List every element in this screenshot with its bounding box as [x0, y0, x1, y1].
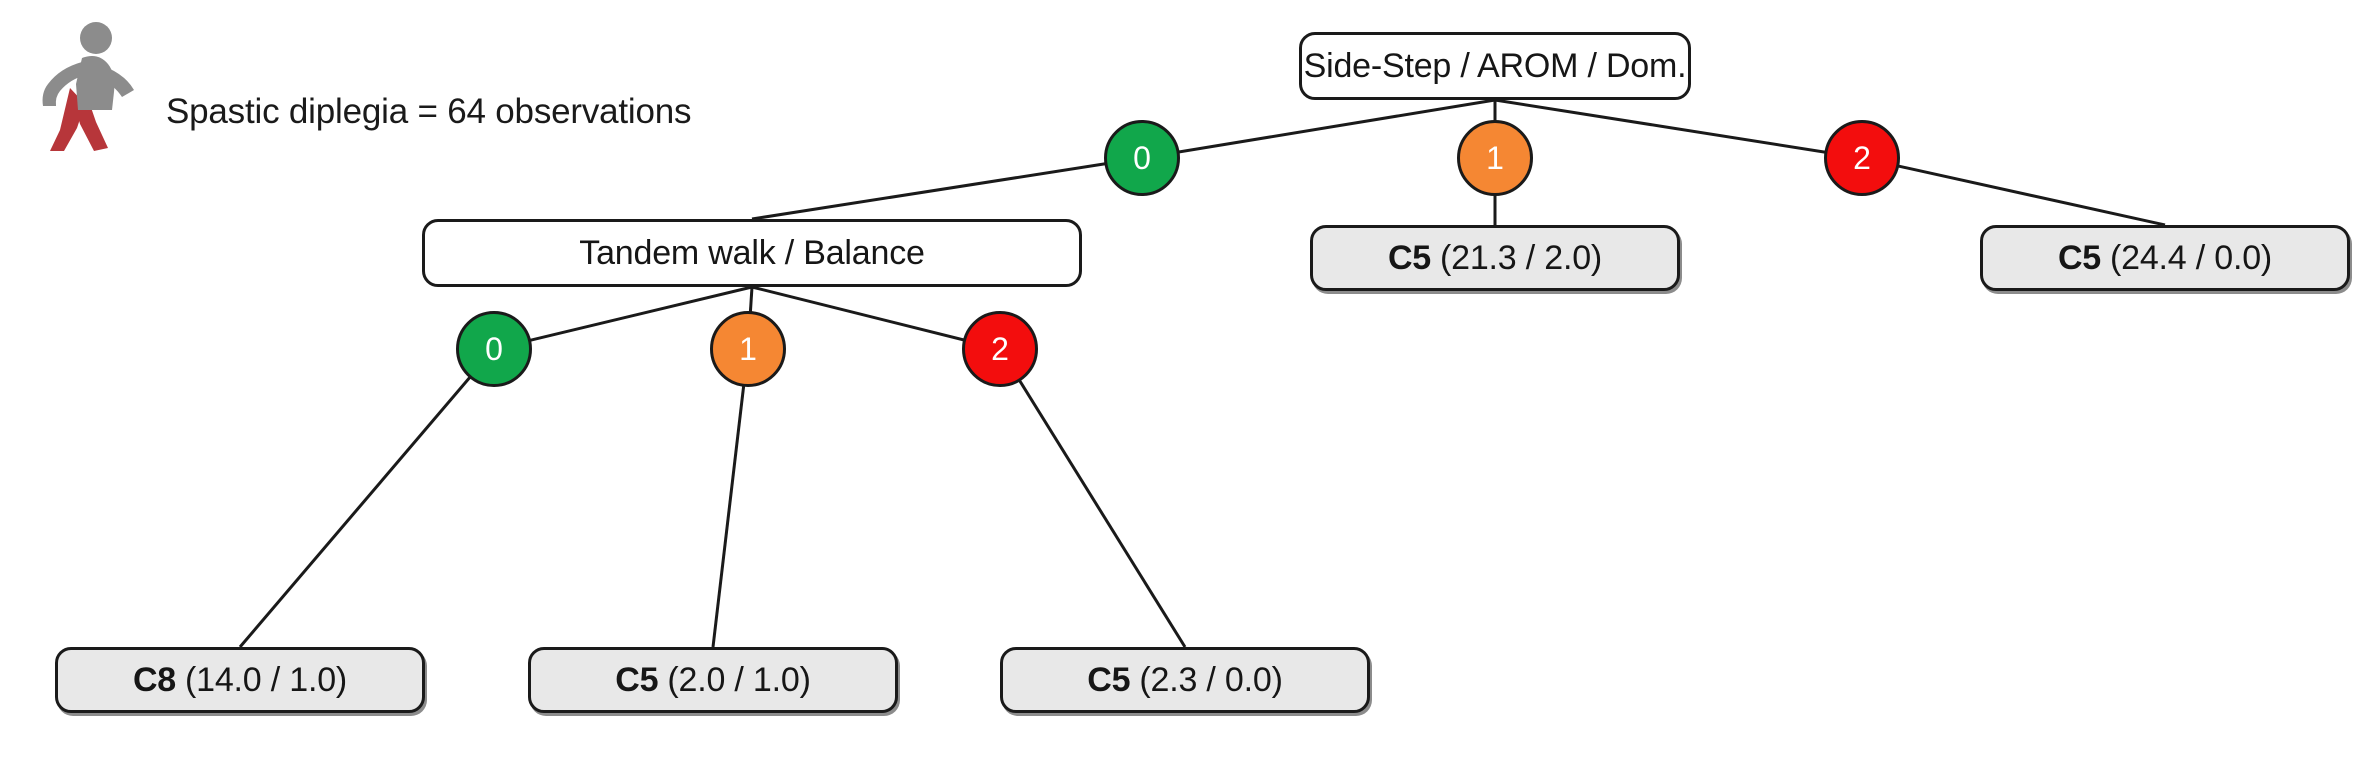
root-decision-node[interactable]: Side-Step / AROM / Dom. [1299, 32, 1691, 100]
leaf-node[interactable]: C5(2.0 / 1.0) [528, 647, 898, 713]
leaf-class-label: C5 [2057, 238, 2102, 277]
walking-person-icon [42, 22, 134, 151]
split-value-circle[interactable]: 1 [1457, 120, 1533, 196]
decision-node-label: Tandem walk / Balance [579, 233, 925, 272]
tree-edge [998, 348, 1187, 648]
leaf-node[interactable]: C5(2.3 / 0.0) [1000, 647, 1370, 713]
split-value-circle[interactable]: 0 [1104, 120, 1180, 196]
split-value-circle[interactable]: 2 [1824, 120, 1900, 196]
tree-edge [1861, 156, 2166, 227]
leaf-stats: (2.0 / 1.0) [667, 660, 811, 699]
split-value-label: 2 [991, 331, 1009, 367]
leaf-class-label: C5 [1087, 660, 1131, 699]
leaf-stats: (14.0 / 1.0) [185, 660, 348, 699]
split-value-circle[interactable]: 2 [962, 311, 1038, 387]
tree-edge [238, 348, 496, 648]
tree-edge [1141, 98, 1496, 160]
split-value-label: 0 [485, 331, 503, 367]
leaf-node[interactable]: C5(21.3 / 2.0) [1310, 225, 1680, 291]
split-value-circle[interactable]: 1 [710, 311, 786, 387]
split-value-label: 0 [1133, 140, 1151, 176]
leaf-node[interactable]: C5(24.4 / 0.0) [1980, 225, 2350, 291]
split-value-label: 2 [1853, 140, 1871, 176]
decision-node-label: Side-Step / AROM / Dom. [1303, 46, 1687, 85]
split-value-label: 1 [1486, 140, 1504, 176]
tree-edge [711, 348, 750, 648]
tree-edge [1494, 98, 1863, 160]
tree-edge [751, 156, 1143, 221]
legend: Spastic diplegia = 64 observations [30, 18, 692, 153]
leaf-stats: (21.3 / 2.0) [1440, 238, 1603, 277]
leaf-stats: (24.4 / 0.0) [2110, 238, 2273, 277]
leaf-stats: (2.3 / 0.0) [1139, 660, 1283, 699]
leaf-class-label: C5 [615, 660, 659, 699]
leaf-class-label: C8 [132, 660, 177, 699]
split-value-circle[interactable]: 0 [456, 311, 532, 387]
leaf-class-label: C5 [1387, 238, 1432, 277]
leaf-node[interactable]: C8(14.0 / 1.0) [55, 647, 425, 713]
decision-node[interactable]: Tandem walk / Balance [422, 219, 1082, 287]
legend-label: Spastic diplegia = 64 observations [166, 91, 692, 131]
split-value-label: 1 [739, 331, 757, 367]
